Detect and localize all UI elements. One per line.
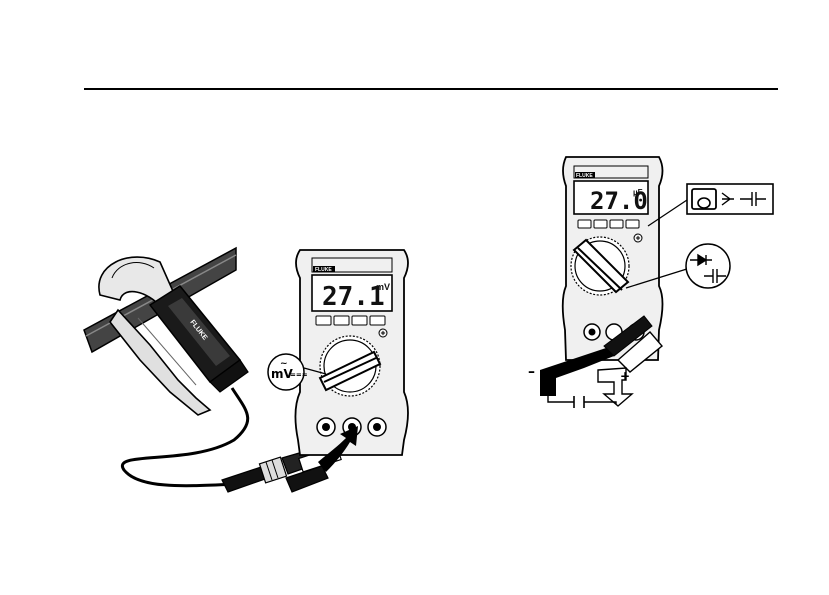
right-rotary-dial	[571, 237, 629, 295]
polarity-minus: –	[528, 364, 535, 380]
left-meter-brand: FLUKE	[315, 267, 332, 273]
capacitance-scene: FLUKE 27.0 µF	[528, 157, 773, 408]
left-meter-unit: mV	[376, 282, 390, 292]
clamp-scene: FLUKE FLUKE 27.1 mV	[84, 248, 408, 492]
left-rotary-dial	[320, 336, 380, 396]
mv-callout-dc: ===	[290, 371, 308, 379]
capacitance-button-callout	[648, 184, 773, 226]
polarity-plus: +	[620, 369, 630, 383]
right-meter-brand: FLUKE	[576, 173, 593, 179]
left-multimeter: FLUKE 27.1 mV	[295, 250, 408, 455]
right-meter-unit: µF	[633, 188, 643, 197]
